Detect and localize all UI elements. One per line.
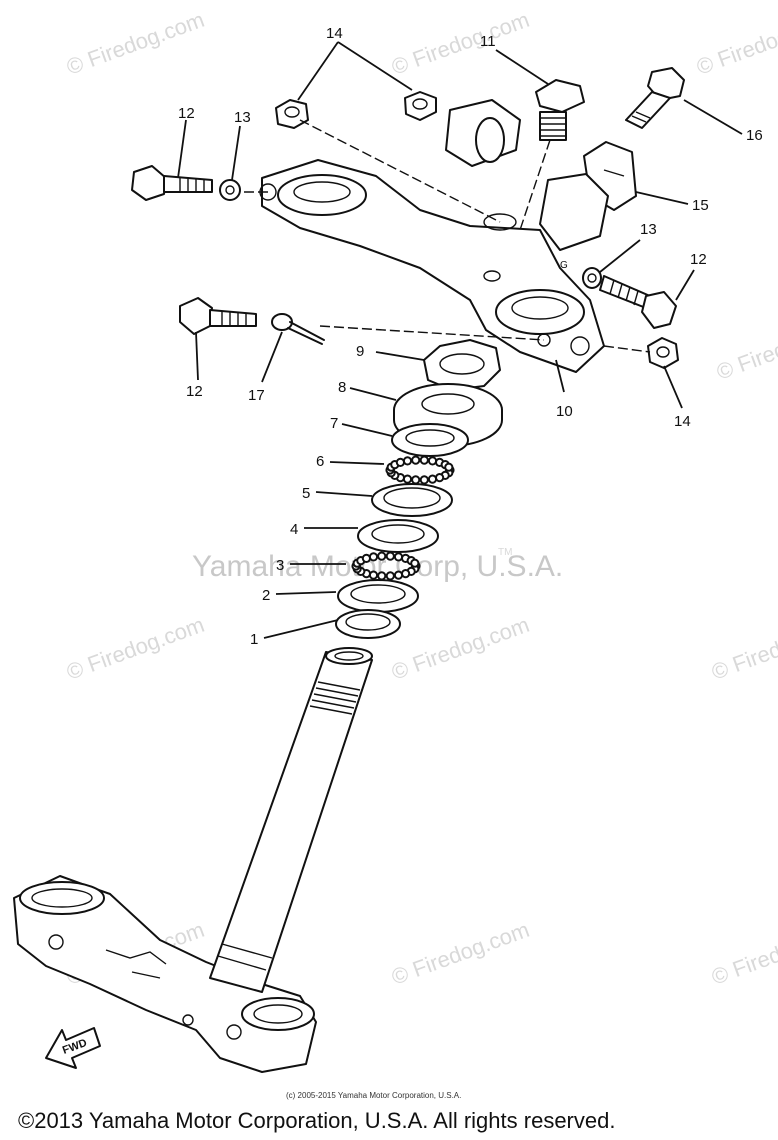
part-13-washer-right: [582, 267, 602, 289]
part-14-nut-right: [404, 91, 437, 121]
part-12-bolt-lower-left: [179, 297, 257, 335]
fwd-arrow: FWD: [45, 1027, 101, 1069]
part-7-race: [391, 423, 469, 457]
watermark-site: © Firedog.com: [63, 612, 207, 685]
callout-13-right: 13: [640, 221, 657, 238]
part-6-ball-bearings: [385, 455, 455, 485]
watermark-site: © Firedog.com: [63, 7, 207, 80]
watermark-site: © Firedog.com: [713, 312, 778, 385]
leader-lines: [177, 41, 743, 639]
bearing-ball: [395, 457, 405, 467]
callout-12-right: 12: [690, 251, 707, 268]
part-11-bolt: [535, 79, 585, 141]
copyright-notice: ©2013 Yamaha Motor Corporation, U.S.A. A…: [18, 1108, 615, 1133]
small-copyright: (c) 2005-2015 Yamaha Motor Corporation, …: [286, 1091, 461, 1100]
part-12-bolt-upper-left: [131, 165, 213, 201]
callout-15: 15: [692, 197, 709, 214]
part-17-cotter-pin: [271, 313, 325, 345]
callout-14-top: 14: [326, 25, 343, 42]
callout-12-upper-left: 12: [178, 105, 195, 122]
callout-7: 7: [330, 415, 338, 432]
part-4-race: [357, 519, 439, 553]
bearing-ball: [411, 475, 421, 485]
bearing-ball: [393, 570, 404, 580]
watermark-site: © Firedog.com: [693, 7, 778, 80]
cast-mark: G: [560, 260, 568, 271]
bearing-ball: [368, 570, 379, 580]
part-10-upper-bracket: G: [259, 99, 609, 373]
callout-4: 4: [290, 521, 298, 538]
bearing-ball: [444, 462, 454, 472]
bearing-ball: [361, 553, 371, 564]
callout-10: 10: [556, 403, 573, 420]
callout-9: 9: [356, 343, 364, 360]
callout-6: 6: [316, 453, 324, 470]
bearing-ball: [402, 456, 413, 466]
watermark-site: © Firedog.com: [388, 612, 532, 685]
bearing-ball: [427, 456, 438, 466]
bearing-ball: [419, 455, 429, 465]
part-1-seal: [335, 609, 401, 639]
bearing-ball: [385, 571, 395, 581]
watermark-tm: TM: [498, 547, 512, 558]
callout-17: 17: [248, 387, 265, 404]
part-16-bolt: [625, 67, 685, 129]
bearing-ball: [401, 569, 411, 579]
part-2-race: [337, 579, 419, 613]
bearing-ball: [368, 552, 379, 562]
bearing-ball: [419, 475, 429, 485]
bearing-ball: [377, 551, 387, 561]
steering-stem-lower-bracket: [13, 647, 373, 1073]
watermark-site: © Firedog.com: [388, 7, 532, 80]
bearing-ball: [411, 455, 421, 465]
bearing-ball: [410, 558, 420, 568]
callout-12-lower-left: 12: [186, 383, 203, 400]
callout-13-upper-left: 13: [234, 109, 251, 126]
part-13-washer-left: [219, 179, 241, 201]
bearing-ball: [435, 473, 445, 483]
part-5-race: [371, 483, 453, 517]
part-9-ring-nut: [423, 339, 501, 391]
callout-labels: 14 11 16 15 12 13 13 12 12 17 9 10 14 8 …: [178, 25, 763, 648]
bearing-ball: [402, 474, 413, 484]
callout-14-right: 14: [674, 413, 691, 430]
part-14-nut-left: [275, 99, 309, 129]
callout-11: 11: [480, 33, 496, 50]
bearing-ball: [377, 571, 387, 581]
callout-1: 1: [250, 631, 258, 648]
callout-3: 3: [276, 557, 284, 574]
watermark-site: © Firedog.com: [388, 917, 532, 990]
callout-16: 16: [746, 127, 763, 144]
callout-8: 8: [338, 379, 346, 396]
callout-2: 2: [262, 587, 270, 604]
bearing-ball: [385, 551, 395, 561]
watermark-site: © Firedog.com: [708, 612, 778, 685]
watermark-site: © Firedog.com: [708, 917, 778, 990]
bearing-ball: [393, 552, 404, 562]
part-14-nut-lower-right: [647, 337, 679, 369]
callout-5: 5: [302, 485, 310, 502]
bearing-ball: [427, 474, 438, 484]
part-12-bolt-right: [599, 275, 677, 329]
part-3-ball-bearings: [351, 551, 421, 581]
